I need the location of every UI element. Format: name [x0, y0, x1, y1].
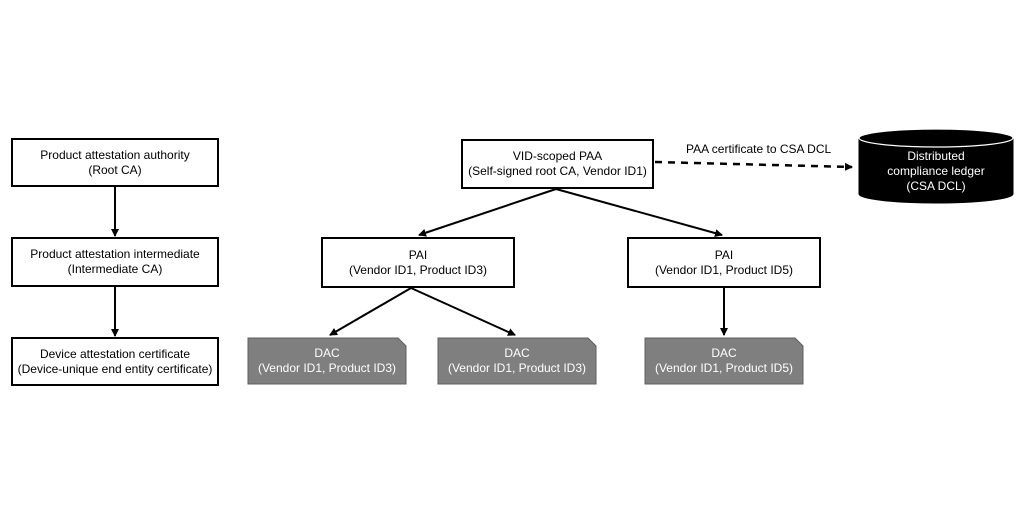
- dac-title: Device attestation certificate: [39, 346, 191, 361]
- dac-card-3-shape: [644, 337, 804, 385]
- dac-card-3-subtitle: (Vendor ID1, Product ID5): [654, 361, 794, 375]
- pai-right-subtitle: (Vendor ID1, Product ID5): [654, 262, 794, 277]
- pai-left-subtitle: (Vendor ID1, Product ID3): [348, 262, 488, 277]
- pai-right-box: PAI (Vendor ID1, Product ID5): [627, 237, 821, 288]
- dac-card-2: DAC (Vendor ID1, Product ID3): [437, 337, 597, 385]
- dac-card-2-subtitle: (Vendor ID1, Product ID3): [447, 361, 587, 375]
- pai-subtitle: (Intermediate CA): [67, 262, 163, 276]
- dac-card-1-title: DAC: [314, 346, 340, 360]
- pai-title: Product attestation intermediate: [30, 247, 200, 261]
- ledger-line-2: compliance ledger: [887, 163, 985, 178]
- dac-subtitle: (Device-unique end entity certificate): [17, 361, 213, 376]
- paa-box: Product attestation authority (Root CA): [11, 138, 219, 187]
- dac-card-2-shape: [437, 337, 597, 385]
- vid-scoped-paa-subtitle: (Self-signed root CA, Vendor ID1): [468, 164, 647, 178]
- dac-box: Device attestation certificate (Device-u…: [11, 337, 219, 386]
- arrow-pai-left-to-dac-1: [329, 287, 412, 336]
- paa-subtitle: (Root CA): [88, 162, 142, 177]
- pai-right-title: PAI: [714, 247, 734, 262]
- dac-card-1-subtitle: (Vendor ID1, Product ID3): [257, 361, 397, 375]
- database-icon: [858, 128, 1014, 204]
- dac-card-2-title: DAC: [504, 346, 530, 360]
- ledger-line-3: (CSA DCL): [906, 178, 966, 193]
- pai-left-title: PAI: [408, 247, 428, 262]
- arrow-pai-left-to-dac-2: [410, 287, 516, 336]
- pai-box: Product attestation intermediate (Interm…: [11, 237, 219, 287]
- paa-title: Product attestation authority: [40, 147, 190, 162]
- dac-card-1: DAC (Vendor ID1, Product ID3): [247, 337, 407, 385]
- arrow-paa-to-pai-left: [418, 188, 557, 237]
- dashed-arrow-paa-to-ledger: [654, 160, 853, 171]
- pai-left-box: PAI (Vendor ID1, Product ID3): [321, 237, 515, 288]
- vid-scoped-paa-title: VID-scoped PAA: [512, 149, 603, 163]
- ledger-cylinder: Distributed compliance ledger (CSA DCL): [858, 128, 1014, 204]
- dcl-edge-label: PAA certificate to CSA DCL: [686, 142, 832, 156]
- vid-scoped-paa-box: VID-scoped PAA (Self-signed root CA, Ven…: [461, 139, 654, 189]
- dac-card-3: DAC (Vendor ID1, Product ID5): [644, 337, 804, 385]
- dac-card-1-shape: [247, 337, 407, 385]
- ledger-line-1: Distributed: [907, 148, 965, 163]
- dac-card-3-title: DAC: [711, 346, 737, 360]
- arrow-paa-to-pai-right: [555, 188, 723, 237]
